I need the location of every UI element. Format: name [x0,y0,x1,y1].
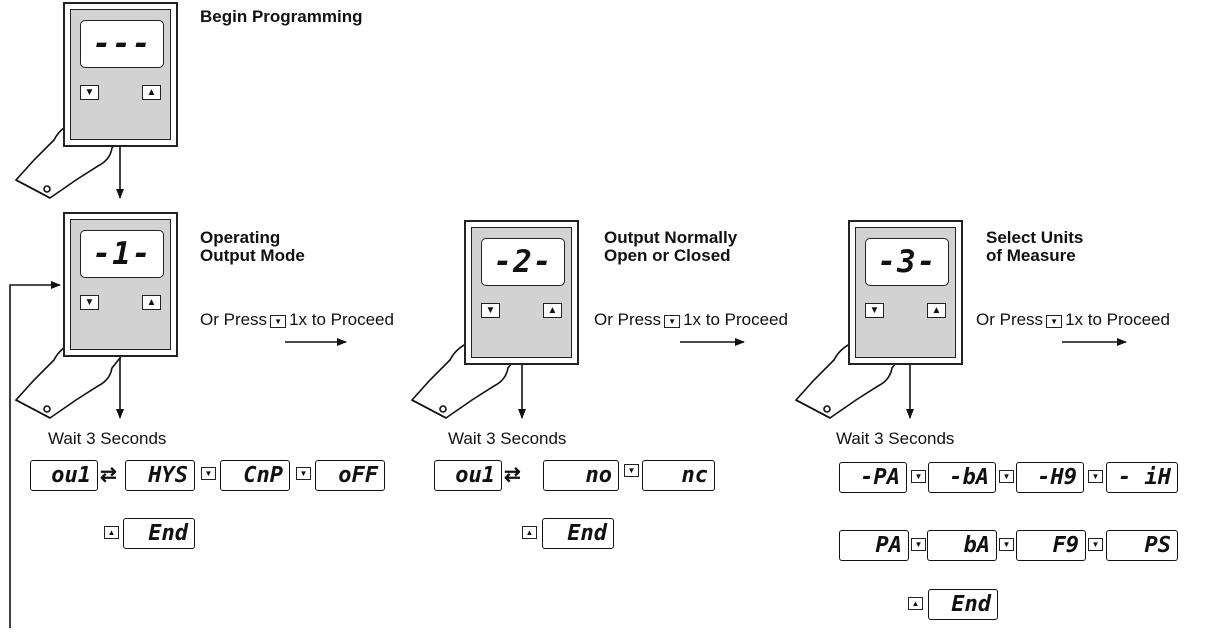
down-key-button[interactable]: ▼ [481,303,500,318]
down-key-icon: ▼ [664,315,681,328]
down-key-icon: ▼ [296,467,311,480]
step3-proceed-text: Or Press▼1x to Proceed [976,310,1170,330]
controller-device-step3: -3- ▼ ▲ [848,220,963,365]
step2-proceed-text: Or Press▼1x to Proceed [594,310,788,330]
option-ps: PS [1106,530,1178,561]
option-hys: HYS [125,460,195,491]
up-key-button[interactable]: ▲ [927,303,946,318]
lcd-display: -2- [481,238,565,286]
up-key-button[interactable]: ▲ [142,85,161,100]
down-key-icon: ▼ [270,315,287,328]
lcd-display: --- [80,20,164,68]
up-key-button[interactable]: ▲ [543,303,562,318]
arrow-return-loop [9,281,61,628]
option-no: no [543,460,619,491]
swap-arrows-icon: ⇄ [504,464,521,486]
option-end: End [123,518,195,549]
option-cnp: CnP [220,460,290,491]
option-ou1: ou1 [434,460,502,491]
down-key-icon: ▼ [201,467,216,480]
option-minus-h9: -H9 [1016,462,1084,493]
proceed-prefix: Or Press [594,310,662,329]
step3-title-line1: Select Units [986,228,1084,247]
step2-title: Output Normally Open or Closed [604,229,737,265]
option-minus-ih: - iH [1106,462,1178,493]
begin-title: Begin Programming [200,7,363,26]
step1-title-line1: Operating [200,228,281,247]
lcd-display: -1- [80,230,164,278]
lcd-display: -3- [865,238,949,286]
up-key-icon: ▲ [908,597,923,610]
down-key-icon: ▼ [911,470,926,483]
step3-wait-text: Wait 3 Seconds [836,429,955,448]
step1-wait-text: Wait 3 Seconds [48,429,167,448]
option-minus-pa: -PA [839,462,907,493]
step3-title-line2: of Measure [986,246,1076,265]
step3-title: Select Units of Measure [986,229,1083,265]
down-key-button[interactable]: ▼ [865,303,884,318]
up-key-icon: ▲ [522,526,537,539]
option-end: End [542,518,614,549]
down-key-icon: ▼ [624,464,639,477]
controller-device-step2: -2- ▼ ▲ [464,220,579,365]
option-end: End [928,589,998,620]
down-key-icon: ▼ [999,470,1014,483]
step1-title: Operating Output Mode [200,229,305,265]
step1-title-line2: Output Mode [200,246,305,265]
controller-device-begin: --- ▼ ▲ [63,2,178,147]
option-ou1: ou1 [30,460,98,491]
option-nc: nc [642,460,715,491]
proceed-suffix: 1x to Proceed [1065,310,1170,329]
step2-title-line2: Open or Closed [604,246,731,265]
down-key-icon: ▼ [999,538,1014,551]
down-key-button[interactable]: ▼ [80,295,99,310]
proceed-suffix: 1x to Proceed [289,310,394,329]
step1-proceed-text: Or Press▼1x to Proceed [200,310,394,330]
option-off: oFF [315,460,385,491]
step2-title-line1: Output Normally [604,228,738,247]
up-key-button[interactable]: ▲ [142,295,161,310]
proceed-prefix: Or Press [200,310,268,329]
down-key-icon: ▼ [1088,538,1103,551]
proceed-prefix: Or Press [976,310,1044,329]
up-key-icon: ▲ [104,526,119,539]
proceed-suffix: 1x to Proceed [683,310,788,329]
option-ba: bA [927,530,997,561]
down-key-icon: ▼ [1046,315,1063,328]
swap-arrows-icon: ⇄ [100,464,117,486]
option-f9: F9 [1016,530,1086,561]
down-key-icon: ▼ [1088,470,1103,483]
controller-device-step1: -1- ▼ ▲ [63,212,178,357]
option-minus-ba: -bA [928,462,996,493]
step2-wait-text: Wait 3 Seconds [448,429,567,448]
down-key-icon: ▼ [911,538,926,551]
option-pa: PA [839,530,909,561]
down-key-button[interactable]: ▼ [80,85,99,100]
